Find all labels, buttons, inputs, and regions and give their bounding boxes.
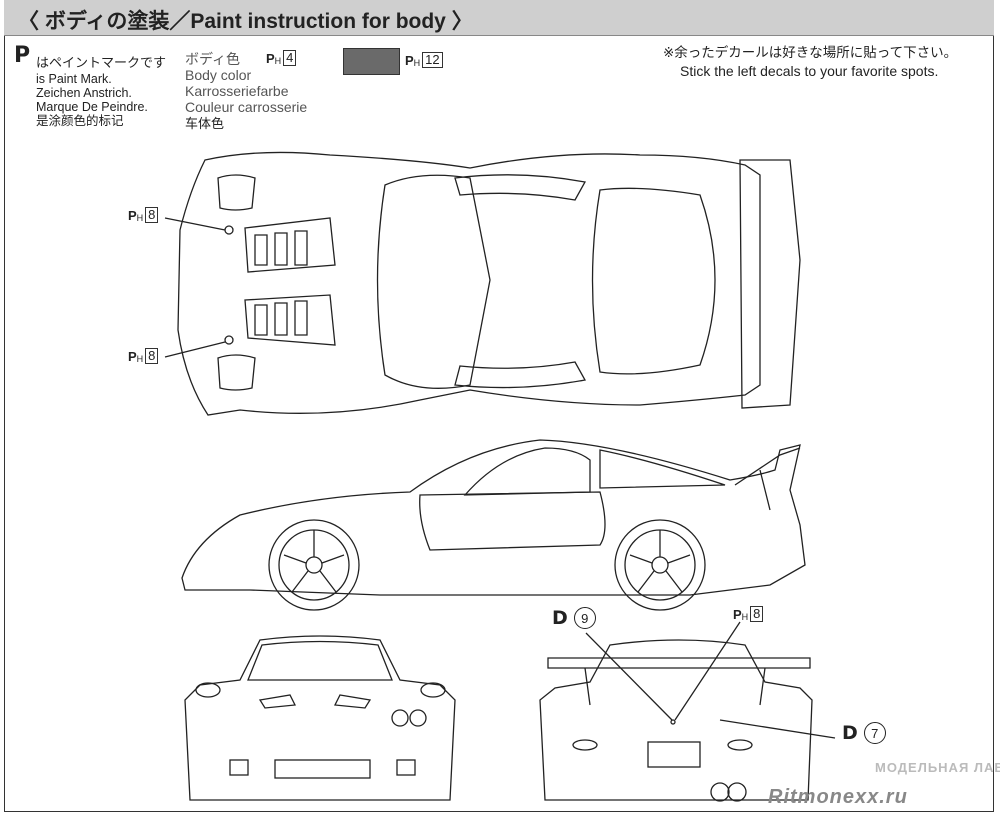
paint-prefix: P (733, 607, 742, 622)
paint-number: 12 (422, 52, 443, 68)
paint-sub: H (136, 213, 144, 223)
decal-letter: D (552, 607, 568, 629)
decal-number: 7 (863, 722, 886, 744)
front-view-car (184, 635, 456, 801)
note-en: Stick the left decals to your favorite s… (680, 63, 939, 79)
body-color-jp: ボディ色 (185, 51, 241, 67)
paint-sub: H (136, 354, 144, 364)
note-jp: ※余ったデカールは好きな場所に貼って下さい。 (663, 45, 958, 60)
decal-letter: D (842, 722, 858, 744)
paint-prefix: P (405, 53, 414, 68)
paint-number: 8 (145, 348, 159, 364)
side-view-car (181, 439, 806, 611)
paint-prefix: P (128, 208, 137, 223)
body-color-de: Karrosseriefarbe (185, 83, 289, 99)
body-color-en: Body color (185, 67, 252, 83)
section-header: 〈 ボディの塗装／Paint instruction for body 〉 (4, 0, 994, 36)
paint-mark-de: Zeichen Anstrich. (36, 86, 132, 100)
top-view-car (164, 151, 801, 416)
paint-number: 8 (145, 207, 159, 223)
paint-mark-icon: P (14, 43, 31, 68)
watermark-logo: Ritmonexx.ru (768, 786, 908, 808)
paint-sub: H (741, 612, 749, 622)
paint-sub: H (413, 58, 421, 68)
paint-prefix: P (128, 349, 137, 364)
paint-mark-en: is Paint Mark. (36, 72, 112, 86)
decal-number: 9 (573, 607, 596, 629)
paint-mark-jp: はペイントマークです (36, 55, 167, 70)
paint-number: 8 (750, 606, 764, 622)
paint-mark-fr: Marque De Peindre. (36, 100, 148, 114)
body-color-fr: Couleur carrosserie (185, 99, 308, 115)
rear-view-car (539, 621, 836, 802)
paint-number: 4 (283, 50, 297, 66)
page-title: 〈 ボディの塗装／Paint instruction for body 〉 (18, 10, 473, 33)
paint-mark-cn: 是涂颜色的标记 (36, 114, 124, 128)
body-color-cn: 车体色 (185, 116, 225, 131)
paint-sub: H (274, 56, 282, 66)
color-swatch (343, 48, 400, 75)
paint-prefix: P (266, 51, 275, 66)
watermark-sub: МОДЕЛЬНАЯ ЛАВКА (875, 760, 1000, 775)
